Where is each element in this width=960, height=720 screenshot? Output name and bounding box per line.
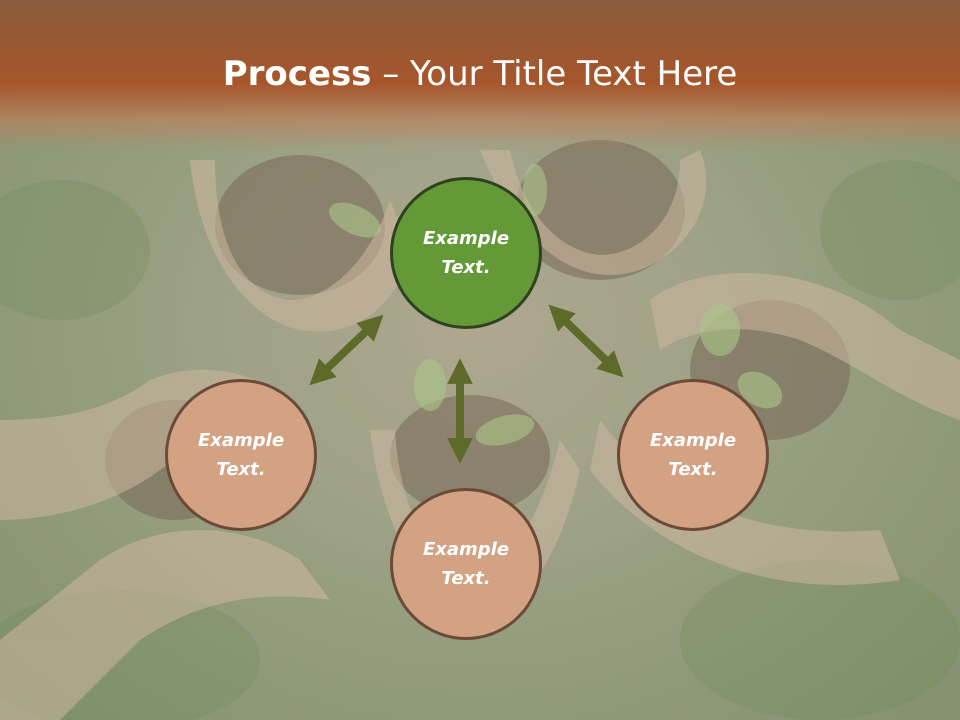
left-line2: Text. [216, 459, 266, 480]
slide-title: Process – Your Title Text Here [0, 50, 960, 98]
right-line2: Text. [668, 459, 718, 480]
center-line1: Example [422, 228, 510, 249]
arrow-center-left [309, 314, 384, 386]
arrow-center-right [548, 304, 624, 378]
bottom-line1: Example [422, 539, 510, 560]
bottom-line2: Text. [441, 568, 491, 589]
title-rest: – Your Title Text Here [371, 54, 738, 94]
title-band [0, 0, 960, 150]
left-line1: Example [197, 430, 285, 451]
center-line2: Text. [441, 257, 491, 278]
center-circle: Example Text. [390, 177, 542, 329]
title-bold: Process [222, 54, 372, 94]
right-circle: Example Text. [617, 379, 769, 531]
bottom-circle: Example Text. [390, 488, 542, 640]
left-circle: Example Text. [165, 379, 317, 531]
right-line1: Example [649, 430, 737, 451]
